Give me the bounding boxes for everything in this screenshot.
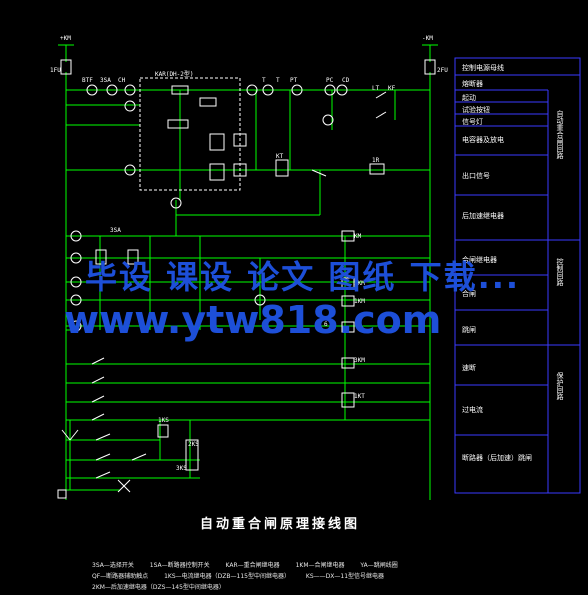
- relay-contacts: [61, 91, 387, 493]
- 3sa-label: 3SA: [110, 227, 121, 234]
- watermark-line-2: www.ytw818.com: [64, 298, 442, 342]
- cd-label: CD: [342, 77, 350, 84]
- group-control: 控制回路: [556, 257, 564, 287]
- top-components: [70, 84, 348, 332]
- legend-item: KAR—重合闸继电器: [225, 562, 280, 569]
- legend-item: YA—跳闸线圈: [360, 562, 398, 569]
- kar-relay-box: [139, 77, 241, 191]
- pc-label: PC: [326, 77, 334, 84]
- btf-label: BTF: [82, 77, 93, 84]
- 1km-2-label: 1KM: [354, 298, 365, 305]
- 1r-label: 1R: [372, 157, 380, 164]
- right-bus-label: -KM: [422, 35, 433, 42]
- row-capacitor: 电容器及放电: [462, 135, 504, 144]
- sa-label: 3SA: [100, 77, 111, 84]
- kt-label: KT: [276, 153, 284, 160]
- row-close-relay: 合闸继电器: [462, 255, 497, 264]
- left-fuse: [60, 59, 72, 75]
- watermark-line-1: 毕设 课设 论文 图纸 下载...: [85, 258, 521, 296]
- row-breaker-trip: 断路器（后加速）跳闸: [462, 453, 532, 462]
- row-trip: 跳闸: [462, 325, 476, 334]
- km-label: KM: [354, 233, 362, 240]
- legend-item: QF—断路器辅助触点: [92, 573, 149, 580]
- row-post-accel-relay: 后加速继电器: [462, 211, 504, 220]
- row-start: 起动: [462, 93, 476, 102]
- 3ks-label: 3KS: [176, 465, 187, 472]
- legend-item: 3SA—选择开关: [92, 562, 134, 569]
- 1km-label: 1KM: [354, 280, 365, 287]
- diagram-title: 自动重合闸原理接线图: [199, 517, 360, 532]
- group-protection: 保护回路: [556, 371, 564, 401]
- row-fuse: 熔断器: [462, 79, 483, 88]
- left-fuse-label: 1FU: [50, 67, 61, 74]
- left-bus-label: +KM: [60, 35, 71, 42]
- right-fuse-label: 2FU: [437, 67, 448, 74]
- row-quick-break: 速断: [462, 363, 476, 372]
- row-close: 合闸: [462, 289, 476, 298]
- kf-label: KF: [388, 85, 396, 92]
- ground-terminal: [57, 489, 67, 499]
- legend-item: 1KS—电流继电器（DZB—115型中间继电器）: [164, 573, 290, 580]
- group-auto-reclose: 自动重合闸回路: [556, 109, 564, 160]
- circuit-rungs: [60, 89, 430, 491]
- 3km-label: 3KM: [354, 357, 365, 364]
- 1ks-label: 1KS: [158, 417, 169, 424]
- row-test-button: 试验按钮: [462, 105, 490, 114]
- node-6-label: 6: [324, 321, 328, 328]
- legend-item: KS——DX—11型信号继电器: [305, 573, 385, 580]
- lt-label: LT: [372, 85, 380, 92]
- legend-item: 2KM—后加速继电器（DZS—145型中间继电器）: [92, 584, 225, 591]
- legend-item: 1SA—断路器控制开关: [149, 562, 210, 569]
- kar-label: KAR(DH-2型): [155, 70, 194, 78]
- t2-label: T: [276, 77, 280, 84]
- relay-coils: [95, 85, 385, 471]
- 1kt-label: 1KT: [354, 393, 365, 400]
- row-control-bus: 控制电源母线: [462, 63, 504, 72]
- 2ks-label: 2KS: [188, 441, 199, 448]
- row-exit-signal: 出口信号: [462, 171, 490, 180]
- right-fuse: [424, 59, 436, 75]
- t-label: T: [262, 77, 266, 84]
- ch-label: CH: [118, 77, 126, 84]
- legend-item: 1KM—合闸继电器: [295, 562, 345, 569]
- function-table: [454, 57, 581, 494]
- pt-label: PT: [290, 77, 298, 84]
- legend: 3SA—选择开关 1SA—断路器控制开关 KAR—重合闸继电器 1KM—合闸继电…: [92, 560, 462, 593]
- row-signal-lamp: 信号灯: [462, 117, 483, 126]
- bus-bars: [58, 44, 438, 500]
- row-overcurrent: 过电流: [462, 405, 483, 414]
